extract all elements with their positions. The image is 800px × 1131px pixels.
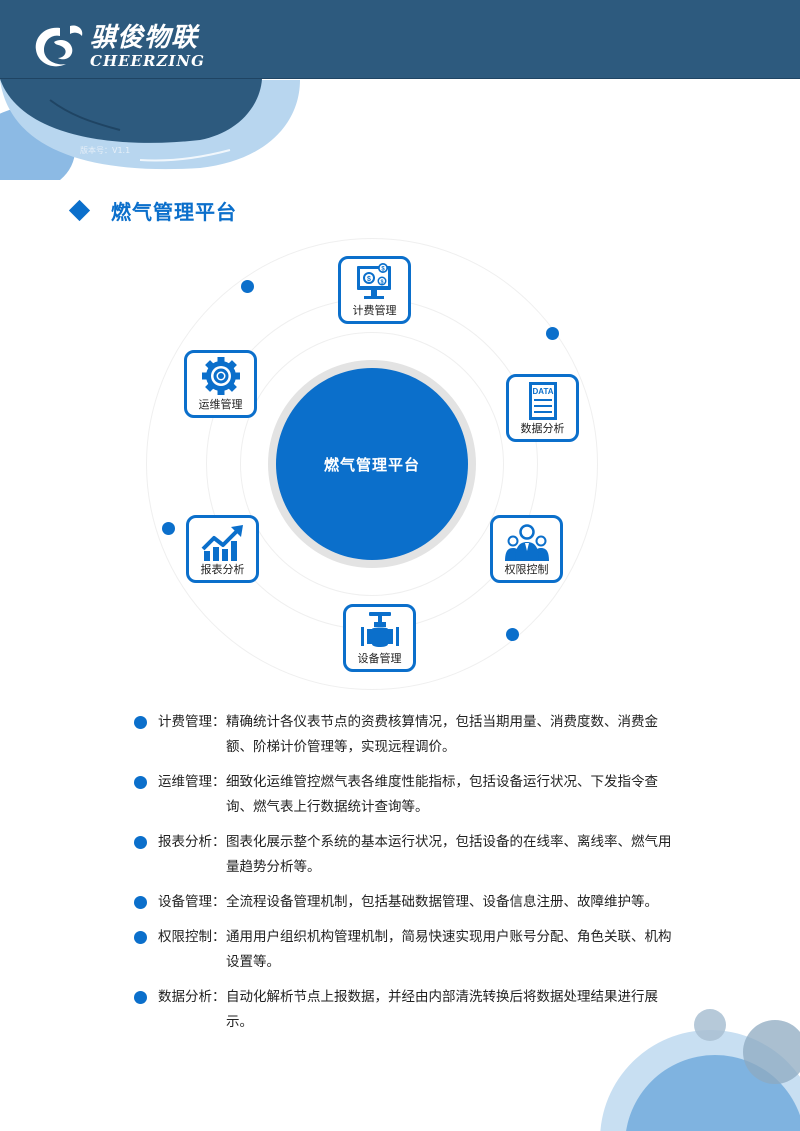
feature-text: 自动化解析节点上报数据，并经由内部清洗转换后将数据处理结果进行展示。 bbox=[226, 989, 658, 1030]
node-operations-management[interactable]: 运维管理 bbox=[184, 350, 257, 418]
feature-name: 计费管理： bbox=[158, 714, 226, 730]
node-label: 设备管理 bbox=[357, 652, 402, 665]
header-band bbox=[0, 0, 800, 79]
bullet-icon bbox=[134, 776, 147, 789]
svg-text:$: $ bbox=[381, 267, 385, 273]
node-report-analysis[interactable]: 报表分析 bbox=[186, 515, 259, 583]
bullet-icon bbox=[134, 896, 147, 909]
list-item: 数据分析： 自动化解析节点上报数据，并经由内部清洗转换后将数据处理结果进行展示。 bbox=[134, 985, 674, 1035]
orbit-dot bbox=[162, 522, 175, 535]
brand-name-cn: 骐俊物联 bbox=[90, 23, 199, 53]
trend-chart-icon bbox=[201, 525, 243, 561]
users-group-icon bbox=[504, 524, 549, 561]
gear-icon bbox=[201, 357, 240, 395]
list-item: 权限控制： 通用用户组织机构管理机制，简易快速实现用户账号分配、角色关联、机构设… bbox=[134, 925, 674, 975]
section-title: 燃气管理平台 bbox=[111, 200, 237, 224]
svg-text:$: $ bbox=[380, 280, 383, 286]
outer-orbit-ring bbox=[146, 238, 598, 690]
feature-text: 精确统计各仪表节点的资费核算情况，包括当期用量、消费度数、消费金额、阶梯计价管理… bbox=[226, 714, 658, 755]
bullet-icon bbox=[134, 991, 147, 1004]
header-decoration: 骐俊物联 CHEERZING 版本号：V1.1 bbox=[0, 0, 800, 180]
node-data-analysis[interactable]: DATA 数据分析 bbox=[506, 374, 579, 442]
node-label: 权限控制 bbox=[504, 563, 549, 576]
node-permission-control[interactable]: 权限控制 bbox=[490, 515, 563, 583]
billing-monitor-icon: $ $ $ bbox=[356, 263, 391, 299]
feature-text: 通用用户组织机构管理机制，简易快速实现用户账号分配、角色关联、机构设置等。 bbox=[226, 929, 672, 970]
center-label: 燃气管理平台 bbox=[323, 455, 420, 474]
node-label: 数据分析 bbox=[520, 422, 565, 435]
list-item: 报表分析： 图表化展示整个系统的基本运行状况，包括设备的在线率、离线率、燃气用量… bbox=[134, 830, 674, 880]
feature-text: 细致化运维管控燃气表各维度性能指标，包括设备运行状况、下发指令查询、燃气表上行数… bbox=[226, 774, 658, 815]
bullet-icon bbox=[134, 931, 147, 944]
brand-name-en: CHEERZING bbox=[90, 52, 205, 70]
bullet-icon bbox=[134, 716, 147, 729]
version-label: 版本号：V1.1 bbox=[80, 146, 131, 155]
feature-text: 图表化展示整个系统的基本运行状况，包括设备的在线率、离线率、燃气用量趋势分析等。 bbox=[226, 834, 672, 875]
section-heading: 燃气管理平台 bbox=[68, 196, 237, 225]
center-circle: 燃气管理平台 bbox=[276, 368, 468, 560]
node-label: 运维管理 bbox=[198, 398, 243, 411]
brand-logo: 骐俊物联 CHEERZING bbox=[30, 22, 205, 72]
feature-name: 数据分析： bbox=[158, 989, 226, 1005]
feature-name: 设备管理： bbox=[158, 894, 226, 910]
valve-icon bbox=[360, 612, 399, 647]
node-label: 报表分析 bbox=[200, 563, 245, 576]
footer-circles-graphic bbox=[600, 1009, 800, 1131]
orbit-dot bbox=[506, 628, 519, 641]
feature-name: 权限控制： bbox=[158, 929, 226, 945]
orbit-dot bbox=[241, 280, 254, 293]
list-item: 计费管理： 精确统计各仪表节点的资费核算情况，包括当期用量、消费度数、消费金额、… bbox=[134, 710, 674, 760]
list-item: 设备管理： 全流程设备管理机制，包括基础数据管理、设备信息注册、故障维护等。 bbox=[134, 890, 674, 915]
platform-diagram: 燃气管理平台 $ $ $ 计费管理 DATA 数据分析 bbox=[146, 238, 598, 690]
svg-text:$: $ bbox=[367, 276, 371, 283]
header-swirl-graphic bbox=[0, 79, 300, 180]
node-label: 计费管理 bbox=[352, 304, 397, 317]
feature-name: 运维管理： bbox=[158, 774, 226, 790]
node-billing[interactable]: $ $ $ 计费管理 bbox=[338, 256, 411, 324]
node-device-management[interactable]: 设备管理 bbox=[343, 604, 416, 672]
orbit-dot bbox=[546, 327, 559, 340]
svg-text:DATA: DATA bbox=[532, 387, 553, 396]
feature-text: 全流程设备管理机制，包括基础数据管理、设备信息注册、故障维护等。 bbox=[226, 894, 658, 910]
bullet-icon bbox=[134, 836, 147, 849]
feature-description-list: 计费管理： 精确统计各仪表节点的资费核算情况，包括当期用量、消费度数、消费金额、… bbox=[134, 710, 674, 1045]
data-document-icon: DATA bbox=[528, 382, 557, 420]
cheerzing-logo-icon bbox=[35, 25, 83, 67]
feature-name: 报表分析： bbox=[158, 834, 226, 850]
list-item: 运维管理： 细致化运维管控燃气表各维度性能指标，包括设备运行状况、下发指令查询、… bbox=[134, 770, 674, 820]
inner-orbit-ring bbox=[240, 332, 504, 596]
